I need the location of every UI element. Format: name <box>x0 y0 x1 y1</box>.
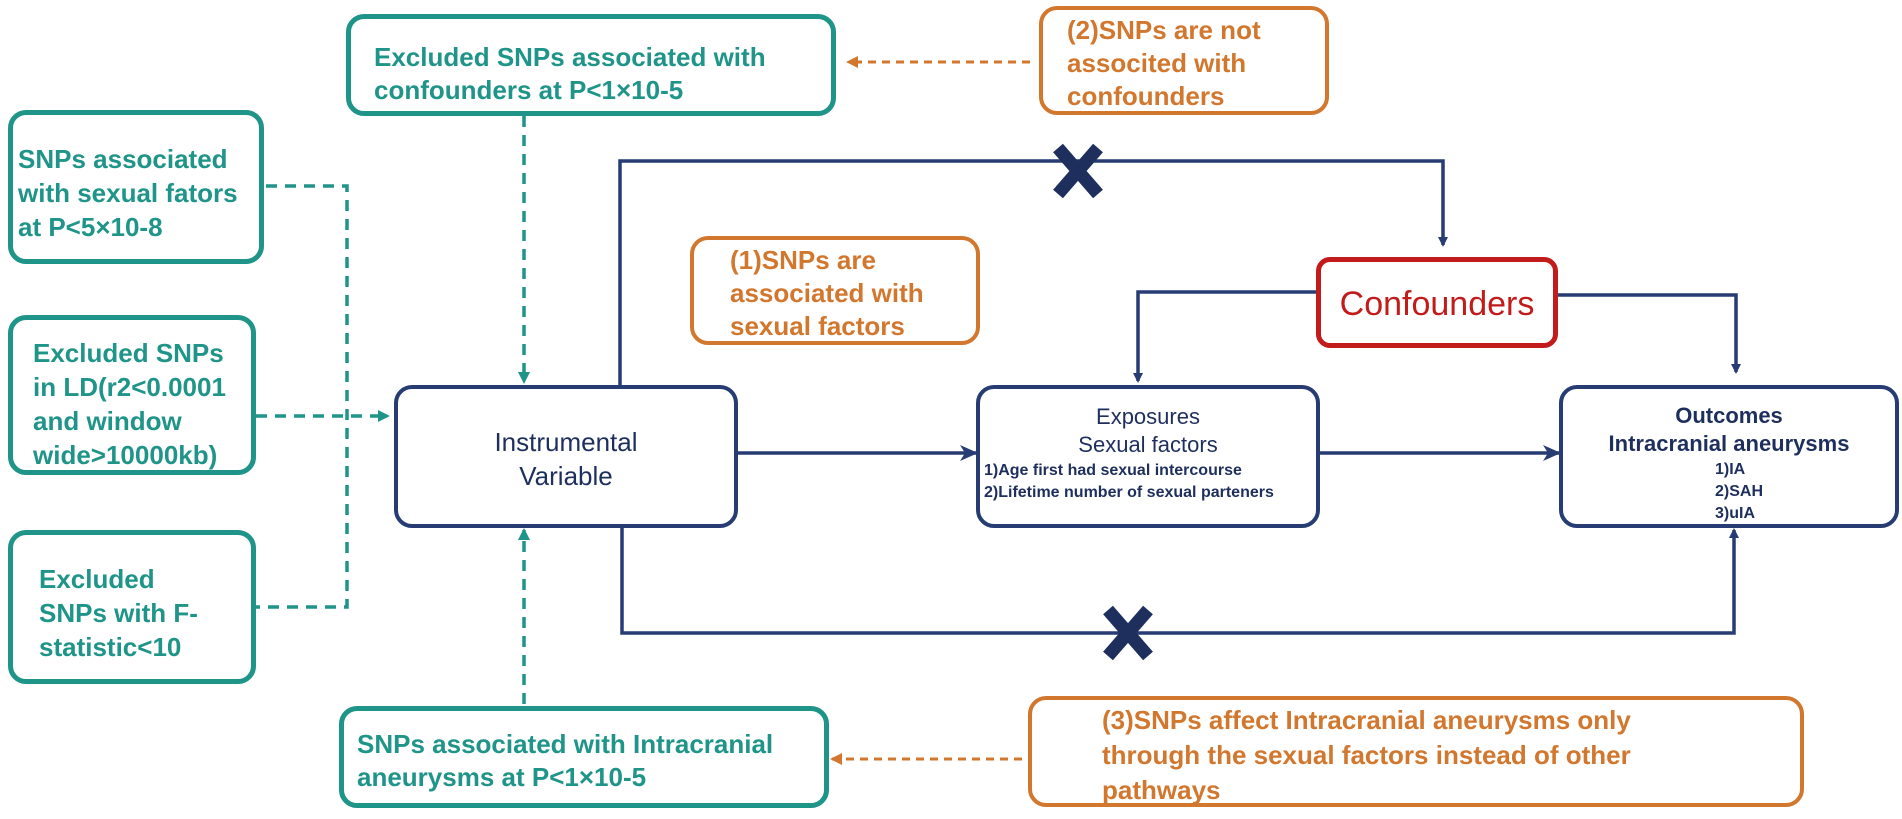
confounders-box: Confounders <box>1316 257 1558 348</box>
connector-sexual-factors-bracket <box>256 184 349 609</box>
affect-only-line-2: through the sexual factors instead of ot… <box>1102 740 1631 770</box>
connector-confounders-to-exposures <box>1133 290 1318 383</box>
connector-confounders-to-outcomes <box>1555 293 1741 374</box>
exposures-item: 2)Lifetime number of sexual parteners <box>984 484 1274 501</box>
excluded-ld-line-2: in LD(r2<0.0001 <box>33 372 226 402</box>
excluded-ld-box: Excluded SNPs in LD(r2<0.0001 and window… <box>8 315 256 475</box>
connector-iv-bottom-loop <box>620 528 1739 635</box>
exposures-subtitle: Sexual factors <box>1078 432 1218 457</box>
not-associated-line-2: associted with <box>1067 48 1247 78</box>
excluded-confounders-line-2: confounders at P<1×10-5 <box>374 75 684 105</box>
not-associated-line-3: confounders <box>1067 81 1225 111</box>
associated-sexual-factors-box: (1)SNPs are associated with sexual facto… <box>690 236 980 345</box>
excluded-ld-line-1: Excluded SNPs <box>33 338 224 368</box>
exposures-item: 1)Age first had sexual intercourse <box>984 462 1242 479</box>
affect-only-line-3: pathways <box>1102 775 1221 805</box>
snps-sexual-factors-line-2: with sexual fators <box>18 178 238 208</box>
exposures-title: Exposures <box>1096 404 1200 429</box>
cross-mark-bottom <box>1103 605 1153 661</box>
excluded-ld-line-3: and window <box>33 406 182 436</box>
excluded-ld-line-4: wide>10000kb) <box>33 440 218 470</box>
associated-sexual-line-3: sexual factors <box>730 311 905 341</box>
outcomes-item: 2)SAH <box>1715 483 1764 500</box>
not-associated-confounders-box: (2)SNPs are not associted with confounde… <box>1039 6 1329 115</box>
outcomes-box: Outcomes Intracranial aneurysms 1)IA 2)S… <box>1559 385 1899 528</box>
snps-intracranial-line-2: aneurysms at P<1×10-5 <box>357 762 647 792</box>
snps-intracranial-line-1: SNPs associated with Intracranial <box>357 729 774 759</box>
affect-only-through-box: (3)SNPs affect Intracranial aneurysms on… <box>1028 696 1804 807</box>
instrumental-variable-line-1: Instrumental <box>494 427 638 457</box>
confounders-label: Confounders <box>1339 285 1535 323</box>
instrumental-variable-box: Instrumental Variable <box>394 385 738 528</box>
outcomes-item: 1)IA <box>1715 461 1746 478</box>
exposures-box: Exposures Sexual factors 1)Age first had… <box>976 385 1320 528</box>
excluded-confounders-line-1: Excluded SNPs associated with <box>374 42 766 72</box>
excluded-f-statistic-box: Excluded SNPs with F- statistic<10 <box>8 530 256 684</box>
snps-sexual-factors-line-1: SNPs associated <box>18 144 228 174</box>
outcomes-item: 3)uIA <box>1715 505 1755 522</box>
connector-iv-top-loop <box>618 159 1448 388</box>
outcomes-subtitle: Intracranial aneurysms <box>1608 431 1850 456</box>
associated-sexual-line-2: associated with <box>730 278 924 308</box>
affect-only-line-1: (3)SNPs affect Intracranial aneurysms on… <box>1102 705 1631 735</box>
associated-sexual-line-1: (1)SNPs are <box>730 245 876 275</box>
outcomes-title: Outcomes <box>1675 403 1783 428</box>
excluded-f-line-2: SNPs with F- <box>39 598 198 628</box>
excluded-f-line-1: Excluded <box>39 564 155 594</box>
excluded-confounders-box: Excluded SNPs associated with confounder… <box>346 14 836 116</box>
not-associated-line-1: (2)SNPs are not <box>1067 15 1261 45</box>
snps-sexual-factors-box: SNPs associated with sexual fators at P<… <box>8 110 264 264</box>
instrumental-variable-line-2: Variable <box>519 461 613 491</box>
excluded-f-line-3: statistic<10 <box>39 632 182 662</box>
cross-mark-top <box>1053 143 1103 199</box>
snps-sexual-factors-line-3: at P<5×10-8 <box>18 212 163 242</box>
snps-intracranial-box: SNPs associated with Intracranial aneury… <box>339 706 829 808</box>
